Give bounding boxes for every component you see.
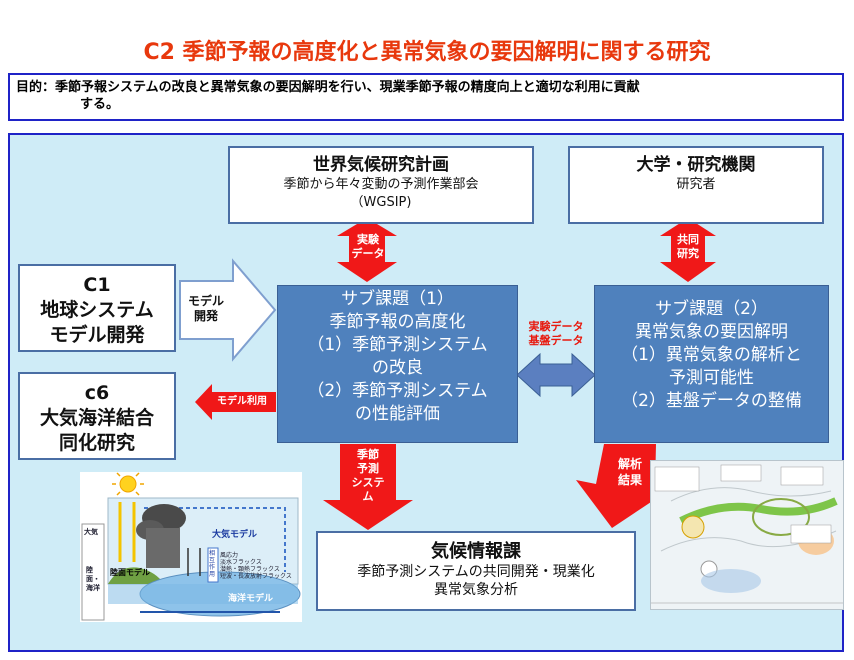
- side-land-label: 陸面・海洋: [86, 566, 100, 592]
- c1-line3: モデル開発: [49, 324, 145, 346]
- subtask-2-box: サブ課題（2） 異常気象の要因解明 （1）異常気象の解析と 予測可能性 （2）基…: [594, 285, 829, 443]
- subtask-1-title: サブ課題（1）: [341, 289, 454, 309]
- subtask-2-name: 異常気象の要因解明: [635, 322, 788, 342]
- data-exchange-arrow: [516, 352, 596, 398]
- model-use-arrow: [195, 384, 276, 420]
- c1-box: C1 地球システム モデル開発: [18, 264, 176, 352]
- kiko-box: 気候情報課 季節予測システムの共同開発・現業化 異常気象分析: [316, 531, 636, 611]
- c1-label: C1: [83, 274, 111, 296]
- kaiseki-kekka-arrow: [576, 444, 672, 528]
- c6-line3: 同化研究: [58, 432, 135, 454]
- wgsip-line2: （WGSIP): [350, 195, 412, 210]
- jikken-data-label: 実験データ: [351, 233, 385, 260]
- c6-box: c6 大気海洋結合 同化研究: [18, 372, 176, 460]
- c1-line2: 地球システム: [40, 299, 154, 321]
- subtask-1-item1: （1）季節予測システム: [307, 335, 488, 355]
- data-exchange-label: 実験データ基盤データ: [528, 320, 584, 347]
- kiko-title: 気候情報課: [431, 541, 521, 562]
- university-line1: 研究者: [676, 177, 716, 192]
- atmosphere-model-label: 大気モデル: [212, 530, 258, 540]
- kyodo-kenkyu-label: 共同研究: [677, 233, 699, 260]
- wgsip-title: 世界気候研究計画: [313, 155, 449, 175]
- coupling-label: 相互作用: [209, 550, 216, 578]
- anomaly-map-illustration: [650, 460, 844, 610]
- purpose-line2: する。: [80, 97, 120, 112]
- university-title: 大学・研究機関: [636, 155, 756, 175]
- purpose-line1: 目的：季節予報システムの改良と異常気象の要因解明を行い、現業季節予報の精度向上と…: [16, 80, 640, 95]
- cloud-icon: [136, 504, 186, 568]
- flux-label-1: 風応力: [220, 552, 239, 559]
- subtask-1-item1-cont: の改良: [372, 358, 423, 378]
- flux-label-2: 淡水フラックス: [220, 559, 262, 566]
- subtask-2-title: サブ課題（2）: [655, 299, 768, 319]
- kaiseki-kekka-label: 解析結果: [617, 457, 642, 487]
- model-use-label: モデル利用: [217, 396, 267, 407]
- subtask-2-item2: （2）基盤データの整備: [621, 391, 802, 411]
- subtask-1-name: 季節予報の高度化: [329, 312, 466, 332]
- wgsip-box: 世界気候研究計画 季節から年々変動の予測作業部会 （WGSIP): [228, 146, 534, 224]
- sun-icon: [112, 472, 144, 496]
- kiko-line2: 異常気象分析: [434, 582, 518, 598]
- kiko-line1: 季節予測システムの共同開発・現業化: [357, 564, 595, 580]
- kisetsu-system-label: 季節予測システム: [351, 448, 385, 503]
- model-dev-arrow: [179, 258, 277, 362]
- jikken-data-arrow: [337, 218, 397, 282]
- kyodo-kenkyu-arrow: [660, 218, 716, 282]
- c6-label: c6: [84, 382, 110, 404]
- ocean-model-label: 海洋モデル: [228, 594, 274, 604]
- model-dev-label: モデル開発: [187, 294, 224, 323]
- subtask-1-box: サブ課題（1） 季節予報の高度化 （1）季節予測システム の改良 （2）季節予測…: [277, 285, 518, 443]
- kisetsu-system-arrow: [323, 444, 413, 530]
- wgsip-line1: 季節から年々変動の予測作業部会: [283, 177, 479, 192]
- subtask-1-item2: （2）季節予測システム: [307, 381, 488, 401]
- c6-line2: 大気海洋結合: [39, 407, 154, 429]
- purpose-box: 目的：季節予報システムの改良と異常気象の要因解明を行い、現業季節予報の精度向上と…: [8, 73, 844, 121]
- side-atmos-label: 大気: [84, 528, 98, 536]
- university-box: 大学・研究機関 研究者: [568, 146, 824, 224]
- land-model-label: 陸面モデル: [110, 568, 150, 577]
- subtask-1-item2-cont: の性能評価: [355, 404, 440, 424]
- flux-label-4: 短波・長波放射フラックス: [220, 573, 292, 580]
- anomaly-map: [651, 461, 843, 609]
- subtask-2-item1: （1）異常気象の解析と: [621, 345, 802, 365]
- subtask-2-item1-cont: 予測可能性: [669, 368, 754, 388]
- page-title: C2 季節予報の高度化と異常気象の要因解明に関する研究: [143, 40, 711, 65]
- model-illustration: 大気 陸面・海洋 大気モデル 陸面モデル 海洋モデル 相互作用 風応力 淡水フラ…: [80, 472, 302, 622]
- flux-label-3: 潜熱・顕熱フラックス: [220, 566, 280, 573]
